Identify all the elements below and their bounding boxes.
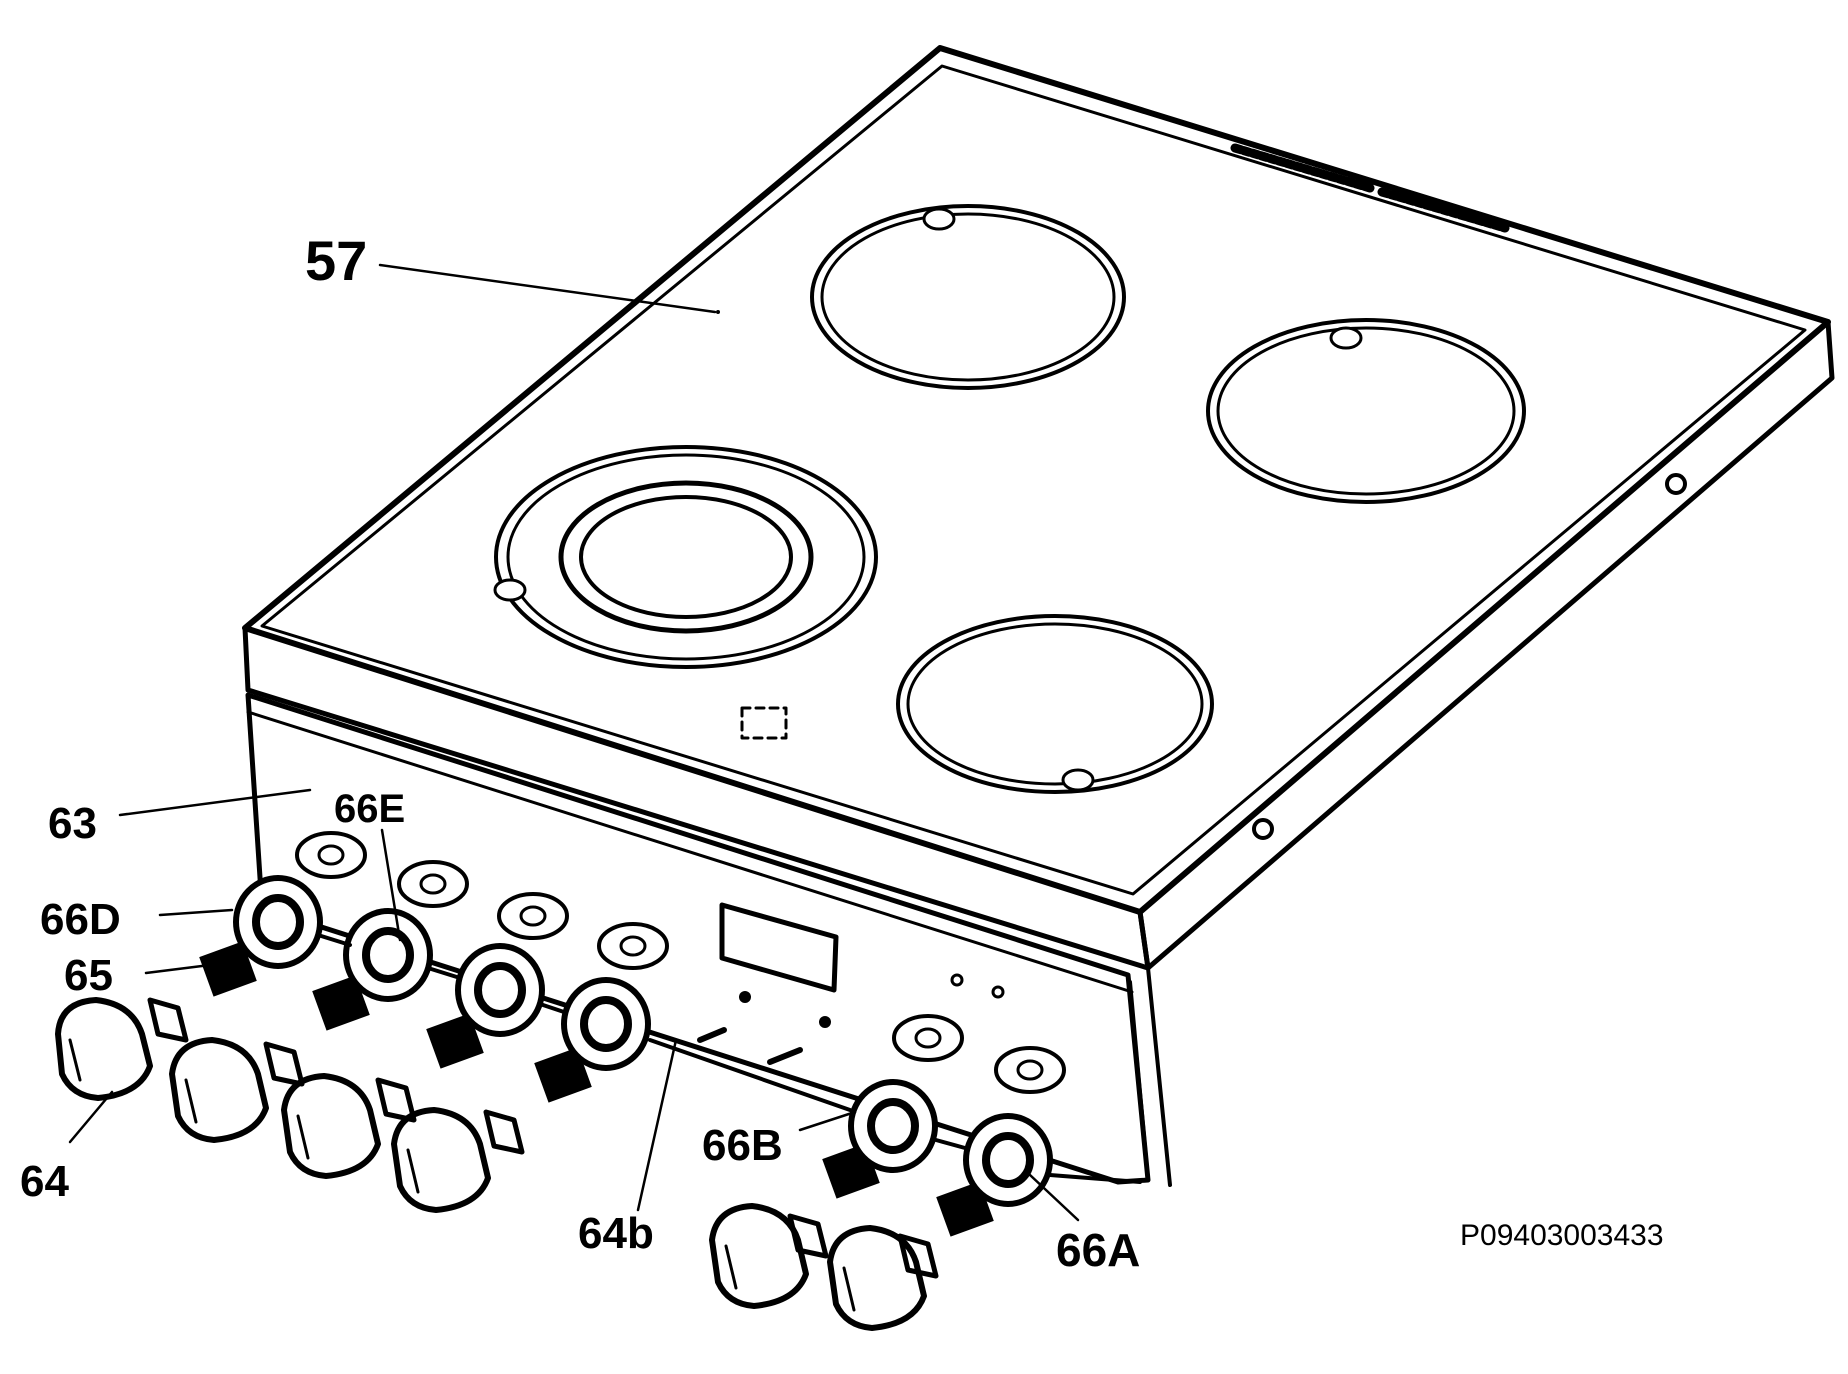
mounting-clip: [397, 860, 469, 908]
center-symbol: [740, 706, 788, 740]
switch-body: [534, 977, 651, 1103]
label-65: 65: [64, 951, 113, 1000]
control-knob: [391, 1107, 525, 1213]
mounting-clip: [597, 922, 669, 970]
cooking-zone-front-right: [896, 614, 1214, 794]
label-57: 57: [305, 229, 367, 292]
label-66D: 66D: [40, 895, 121, 944]
control-knob: [55, 997, 189, 1101]
label-64b: 64b: [578, 1209, 654, 1258]
control-knobs: [55, 997, 939, 1331]
side-hole: [1252, 818, 1274, 840]
control-knob: [827, 1225, 939, 1331]
switch-body: [936, 1113, 1053, 1237]
switches: [199, 875, 1142, 1237]
vent-grille: [1230, 143, 1510, 233]
mounting-clip: [295, 831, 367, 879]
switch-body: [822, 1079, 938, 1199]
mounting-clip: [994, 1046, 1066, 1094]
control-knob: [281, 1073, 417, 1179]
switch-body: [199, 875, 323, 997]
side-hole: [1665, 473, 1687, 495]
label-66E: 66E: [334, 787, 405, 831]
control-knob: [709, 1203, 829, 1309]
hob-top: [242, 45, 1835, 971]
label-66B: 66B: [702, 1121, 783, 1170]
display-window: [719, 902, 839, 993]
control-knob: [169, 1037, 305, 1143]
mounting-clip: [497, 892, 569, 940]
leader-lines: [68, 263, 1080, 1222]
part-labels: 57 63 66E 66D 65 64 64b 66B 66A P0940300…: [20, 229, 1664, 1276]
mounting-clip: [892, 1014, 964, 1062]
switch-body: [426, 943, 545, 1069]
cooking-zone-rear-left: [810, 204, 1126, 390]
label-66A: 66A: [1056, 1224, 1140, 1276]
cooking-zone-rear-right: [1206, 318, 1526, 504]
label-63: 63: [48, 799, 97, 848]
label-64: 64: [20, 1157, 69, 1206]
diagram-code: P09403003433: [1460, 1219, 1664, 1252]
switch-body: [312, 908, 433, 1031]
cooking-zone-front-left-dual: [493, 445, 878, 669]
